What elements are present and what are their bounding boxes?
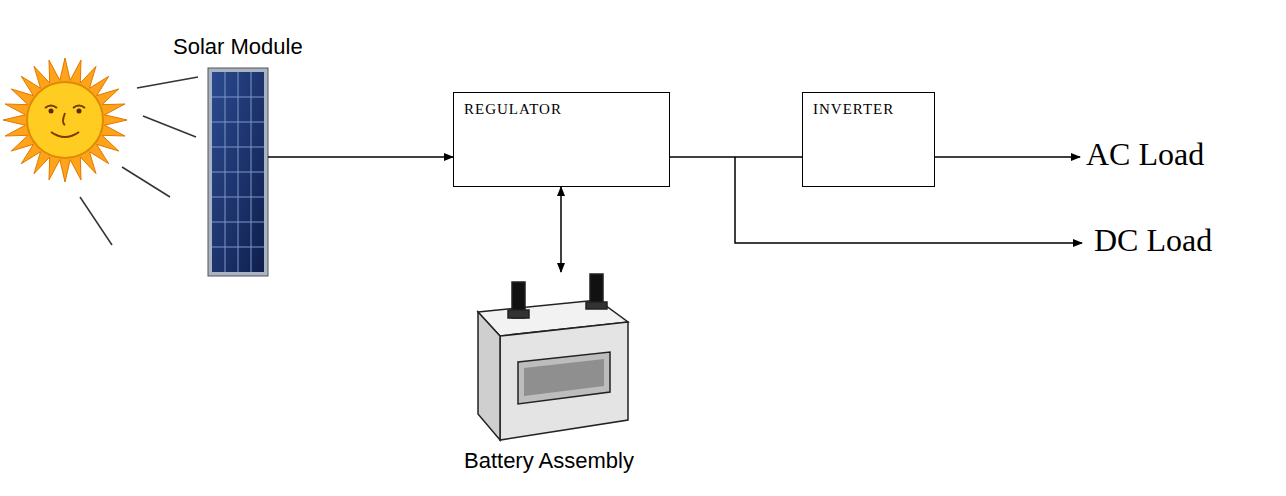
solar-module: Solar Module (208, 68, 268, 276)
ac-load-wire (935, 156, 1080, 158)
connector-arrow (560, 187, 562, 272)
battery-icon (478, 274, 628, 440)
battery-assembly: Battery Assembly (470, 272, 628, 442)
load-label: DC Load (1094, 222, 1212, 259)
box-title: REGULATOR (464, 101, 562, 118)
connector-arrow (268, 156, 453, 158)
picture-label: Solar Module (173, 34, 303, 60)
regulator-box: REGULATOR (453, 92, 670, 187)
inverter-box: INVERTER (802, 92, 935, 187)
sun-beams (80, 77, 198, 245)
connector-arrow (670, 156, 802, 158)
picture-label: Battery Assembly (464, 448, 634, 474)
solar-panel (208, 68, 268, 276)
box-title: INVERTER (813, 101, 894, 118)
load-label: AC Load (1086, 136, 1204, 173)
sun-icon (3, 58, 127, 182)
